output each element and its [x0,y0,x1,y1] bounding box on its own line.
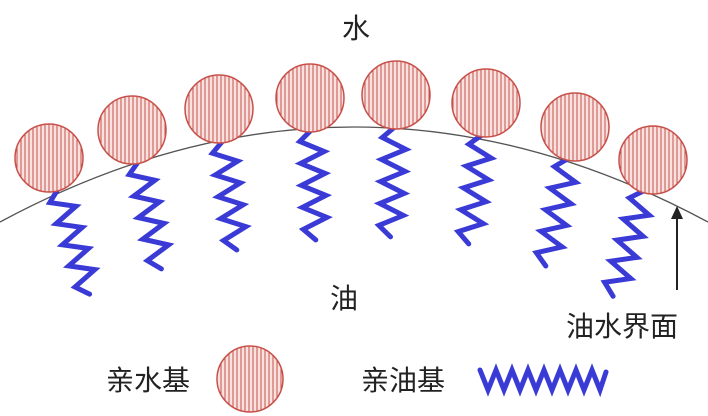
surfactant-molecules [14,60,688,299]
hydrophilic-legend-label: 亲水基 [106,364,190,397]
lipophilic-tail-2 [124,158,175,272]
lipophilic-tail-7 [532,155,582,269]
lipophilic-legend-label: 亲油基 [361,364,445,397]
lipophilic-tail-1 [45,186,101,297]
interface-label: 油水界面 [566,310,678,343]
hydrophilic-head-5 [361,60,431,130]
hydrophilic-head-2 [97,95,167,165]
lipophilic-legend-zigzag [477,363,609,398]
hydrophilic-head-3 [184,74,254,144]
interface-arrow [671,206,683,290]
lipophilic-tail-5 [373,124,412,240]
oil-label: 油 [330,282,358,315]
lipophilic-tail-6 [453,132,498,247]
hydrophilic-head-8 [618,125,688,195]
oil-water-interface-line [0,126,708,223]
lipophilic-tail-4 [294,127,333,243]
legend: 亲水基 亲油基 [106,345,609,413]
hydrophilic-head-1 [14,123,84,193]
hydrophilic-head-7 [540,92,610,162]
water-label: 水 [342,12,370,45]
hydrophilic-head-6 [451,68,521,138]
lipophilic-tail-3 [208,138,252,253]
lipophilic-tail-8 [600,188,656,299]
hydrophilic-legend-circle [216,345,284,413]
hydrophilic-head-4 [275,63,345,133]
